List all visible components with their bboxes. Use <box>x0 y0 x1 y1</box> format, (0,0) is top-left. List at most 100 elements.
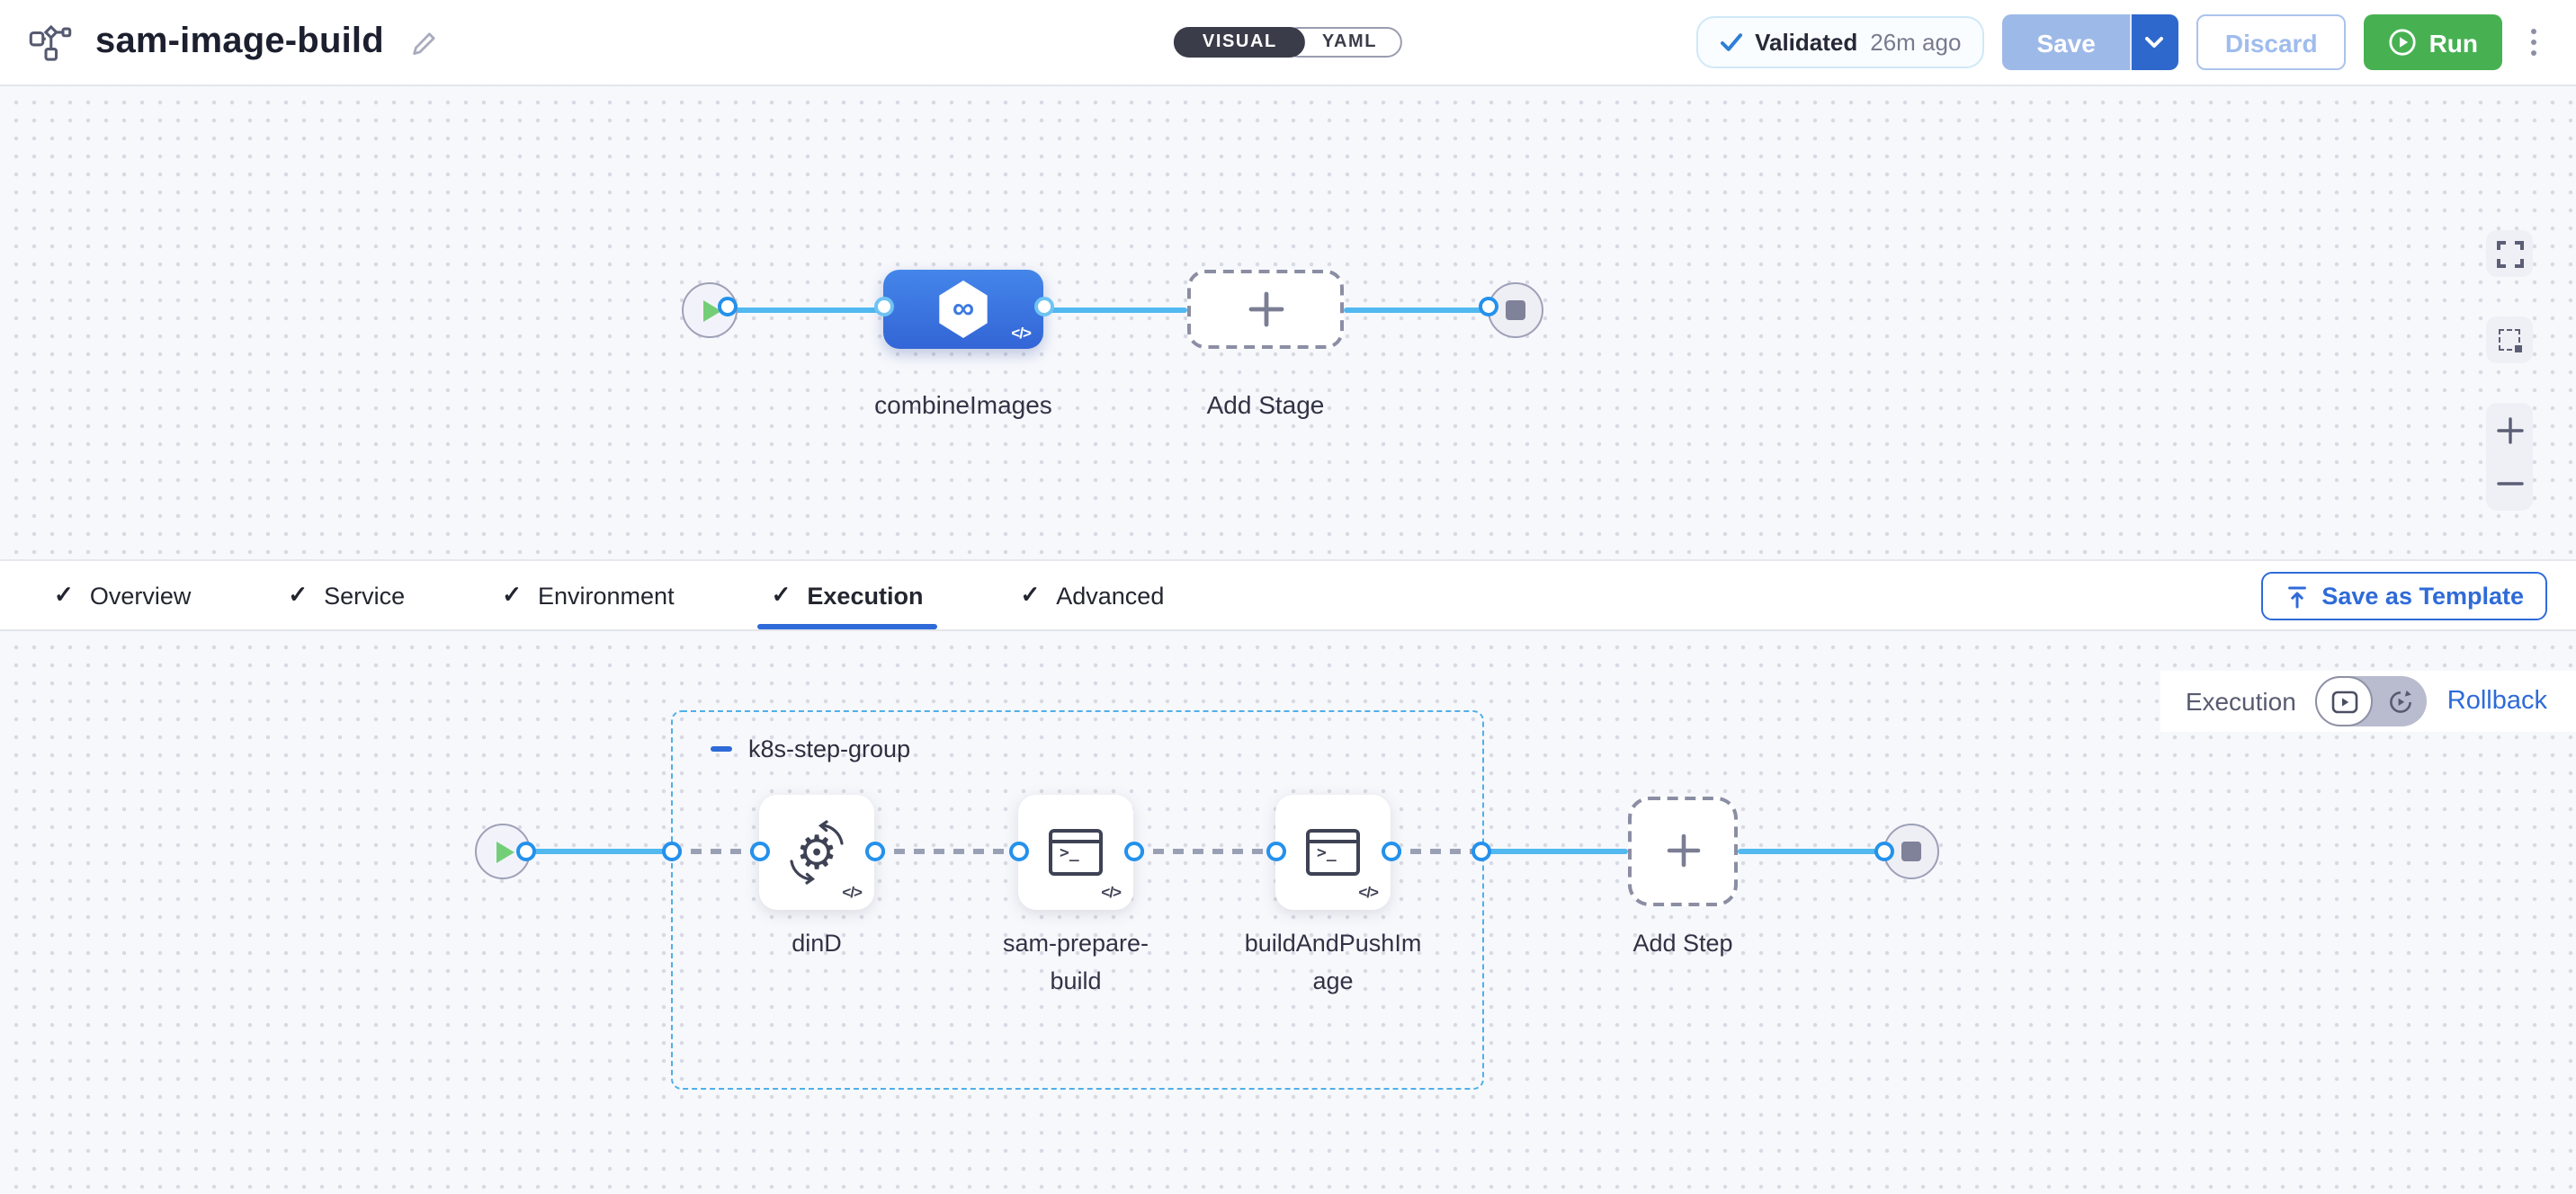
header-actions: Validated 26m ago Save Discard Run <box>1695 14 2547 70</box>
tab-service[interactable]: ✓Service <box>288 561 405 629</box>
zoom-out-icon <box>2496 482 2523 486</box>
execution-end-node <box>1883 824 1939 879</box>
port[interactable] <box>1033 296 1053 316</box>
save-as-template-button[interactable]: Save as Template <box>2260 572 2547 620</box>
port[interactable] <box>873 296 893 316</box>
pipeline-graph-icon <box>29 22 72 62</box>
start-play-icon <box>703 299 721 321</box>
connector-dashed <box>671 848 759 853</box>
plus-icon <box>1248 291 1284 327</box>
stage-config-tabs: ✓Overview ✓Service ✓Environment ✓Executi… <box>0 559 2576 631</box>
zoom-controls <box>2486 403 2533 511</box>
port[interactable] <box>717 296 737 316</box>
step-node-sam-prepare-build[interactable]: >_ </> <box>1018 794 1133 909</box>
tab-label: Advanced <box>1056 582 1165 609</box>
port[interactable] <box>749 841 769 860</box>
zoom-out-button[interactable] <box>2486 457 2533 511</box>
add-stage-label: Add Stage <box>1206 390 1325 419</box>
tab-label: Overview <box>89 582 192 609</box>
stop-square-icon <box>1901 842 1921 861</box>
port[interactable] <box>1381 841 1400 860</box>
label-line: buildAndPushIm <box>1244 930 1422 957</box>
marquee-select-button[interactable] <box>2486 316 2533 363</box>
kebab-menu-icon[interactable] <box>2519 22 2547 64</box>
pipeline-header: sam-image-build VISUAL YAML Validated 26… <box>0 0 2576 86</box>
run-label: Run <box>2428 28 2478 57</box>
save-button[interactable]: Save <box>2002 14 2130 70</box>
save-split-button: Save <box>2002 14 2178 70</box>
code-icon[interactable]: </> <box>1358 882 1379 900</box>
tab-execution[interactable]: ✓ Execution <box>756 561 939 629</box>
port[interactable] <box>1478 296 1498 316</box>
validated-check-icon <box>1720 33 1742 51</box>
step-group-name: k8s-step-group <box>748 735 911 762</box>
port[interactable] <box>864 841 884 860</box>
connector <box>1480 848 1628 853</box>
port[interactable] <box>661 841 681 860</box>
validated-badge[interactable]: Validated 26m ago <box>1695 16 1985 68</box>
execution-view-label: Execution <box>2185 687 2296 716</box>
check-icon: ✓ <box>1020 581 1041 608</box>
stop-square-icon <box>1506 300 1525 320</box>
tab-label: Execution <box>807 582 924 609</box>
fullscreen-button[interactable] <box>2486 230 2533 277</box>
add-stage-node[interactable] <box>1187 270 1344 349</box>
tab-advanced[interactable]: ✓ Advanced <box>1020 561 1164 629</box>
port[interactable] <box>515 841 535 860</box>
validated-label: Validated <box>1755 29 1858 56</box>
stage-canvas[interactable]: ∞ </> combineImages Add Stage <box>0 86 2576 559</box>
connector-dashed <box>874 848 1018 853</box>
connector-dashed <box>1391 848 1480 853</box>
port[interactable] <box>1266 841 1285 860</box>
view-toggle[interactable] <box>2315 676 2428 726</box>
execution-view-icon[interactable] <box>2315 676 2374 726</box>
check-icon: ✓ <box>288 581 309 608</box>
rollback-link[interactable]: Rollback <box>2446 687 2547 716</box>
rollback-view-icon[interactable] <box>2374 676 2428 726</box>
collapse-minus-icon[interactable] <box>711 746 732 752</box>
toggle-visual[interactable]: VISUAL <box>1173 27 1306 58</box>
check-icon: ✓ <box>771 581 792 608</box>
edit-pencil-icon[interactable] <box>411 28 440 57</box>
tab-environment[interactable]: ✓Environment <box>502 561 674 629</box>
add-step-label: Add Step <box>1632 930 1733 957</box>
start-play-icon <box>496 841 514 862</box>
plus-icon <box>1666 833 1700 868</box>
step-label-dind: dinD <box>792 930 842 957</box>
step-group-k8s[interactable]: k8s-step-group <box>671 710 1484 1090</box>
execution-canvas[interactable]: Execution Rollback k8s-step-group <box>0 631 2576 1194</box>
port[interactable] <box>1471 841 1490 860</box>
port[interactable] <box>1008 841 1028 860</box>
discard-button[interactable]: Discard <box>2196 14 2347 70</box>
terminal-icon: >_ <box>1306 828 1360 875</box>
zoom-in-button[interactable] <box>2486 403 2533 457</box>
add-step-node[interactable] <box>1628 796 1738 905</box>
save-options-caret[interactable] <box>2129 14 2178 70</box>
save-as-template-label: Save as Template <box>2321 583 2524 610</box>
run-button[interactable]: Run <box>2364 14 2501 70</box>
toggle-yaml[interactable]: YAML <box>1284 27 1403 58</box>
port[interactable] <box>1123 841 1143 860</box>
stage-node-combineimages[interactable]: ∞ </> <box>883 270 1043 349</box>
label-line: build <box>1050 967 1102 994</box>
step-group-header: k8s-step-group <box>711 735 910 762</box>
gear-sync-icon: ⚙ <box>783 817 851 886</box>
run-play-icon <box>2389 29 2417 56</box>
pipeline-title-group: sam-image-build <box>29 22 440 63</box>
code-icon[interactable]: </> <box>1011 324 1032 342</box>
code-icon[interactable]: </> <box>842 882 863 900</box>
upload-icon <box>2287 585 2306 608</box>
visual-yaml-toggle: VISUAL YAML <box>1173 27 1403 58</box>
code-icon[interactable]: </> <box>1101 882 1122 900</box>
ci-hexagon-infinity-icon: ∞ <box>939 281 988 338</box>
step-node-dind[interactable]: ⚙ </> <box>759 794 874 909</box>
marquee-select-icon <box>2499 329 2522 352</box>
tab-overview[interactable]: ✓Overview <box>54 561 191 629</box>
zoom-in-icon <box>2496 416 2523 443</box>
connector <box>525 848 671 853</box>
port[interactable] <box>1874 841 1893 860</box>
step-label-sam-prepare-build: sam-prepare- build <box>968 924 1184 1000</box>
step-node-buildandpushimage[interactable]: >_ </> <box>1275 794 1391 909</box>
connector-dashed <box>1133 848 1275 853</box>
